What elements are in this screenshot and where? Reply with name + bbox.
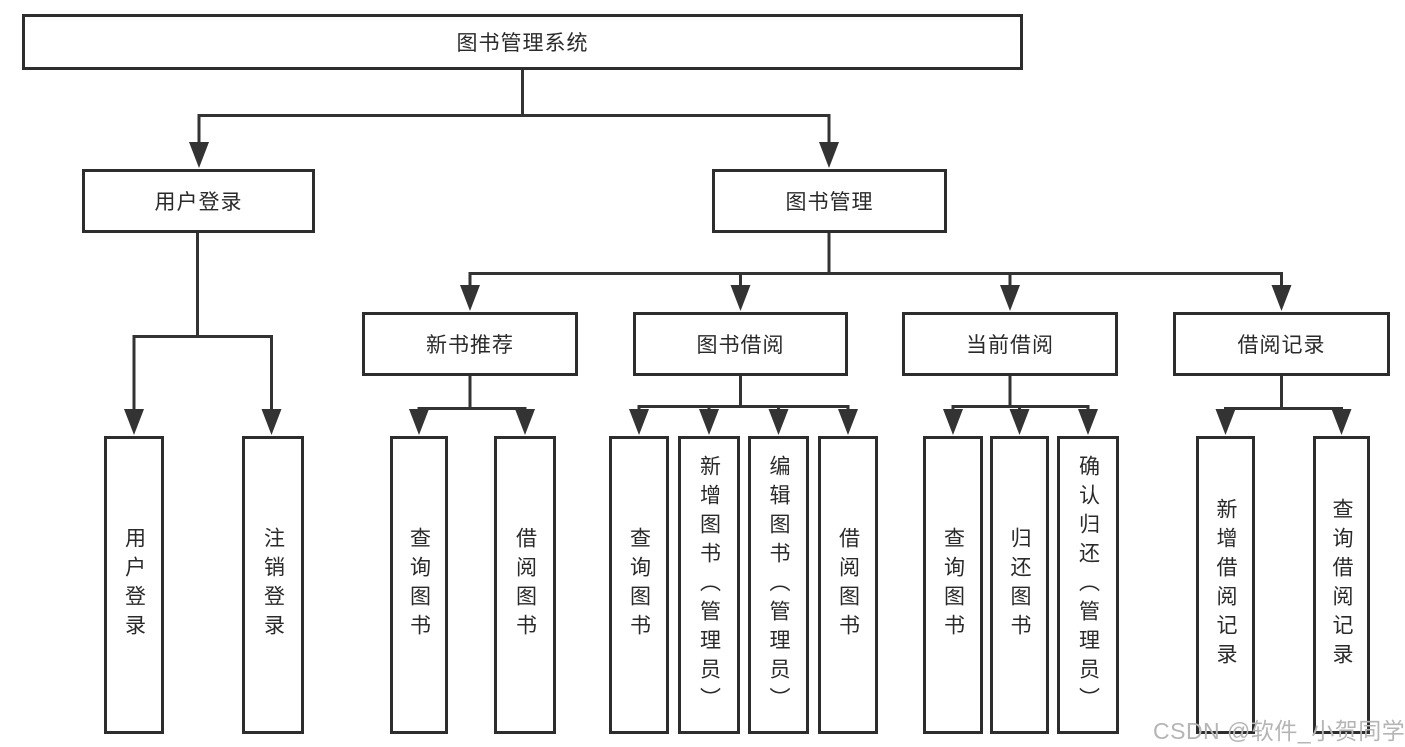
leaf-return-book-label: 归还图书 [1008, 527, 1031, 643]
node-new-book-recommend: 新书推荐 [362, 312, 578, 376]
leaf-confirm-return-admin-label: 确认归还（管理员） [1076, 454, 1100, 716]
leaf-user-login-label: 用户登录 [122, 527, 146, 643]
arrow-down-icon [189, 142, 209, 168]
arrow-down-icon [1000, 285, 1020, 311]
leaf-add-book-admin: 新增图书（管理员） [678, 436, 740, 734]
node-root: 图书管理系统 [22, 14, 1023, 70]
arrow-down-icon [1331, 409, 1352, 435]
leaf-query-books-current-label: 查询图书 [941, 527, 965, 643]
node-user-login-label: 用户登录 [154, 191, 243, 214]
leaf-user-login: 用户登录 [104, 436, 164, 734]
arrow-down-icon [261, 409, 282, 435]
leaf-logout-label: 注销登录 [261, 527, 285, 643]
leaf-query-books-recommend-label: 查询图书 [407, 527, 431, 643]
node-book-management: 图书管理 [712, 169, 947, 233]
leaf-query-books-recommend: 查询图书 [390, 436, 448, 734]
arrow-down-icon [629, 409, 649, 435]
leaf-borrow-books-recommend-label: 借阅图书 [513, 527, 537, 643]
arrow-down-icon [943, 409, 963, 435]
arrow-down-icon [730, 285, 751, 311]
csdn-watermark: CSDN @软件_小贺同学 [1153, 718, 1405, 744]
arrow-down-icon [699, 409, 719, 435]
arrow-down-icon [1009, 409, 1030, 435]
leaf-query-books-borrow: 查询图书 [609, 436, 669, 734]
leaf-add-borrow-record: 新增借阅记录 [1196, 436, 1255, 734]
leaf-borrow-books-label: 借阅图书 [836, 527, 860, 643]
arrow-down-icon [819, 142, 839, 168]
arrow-down-icon [409, 409, 429, 435]
node-current-borrow: 当前借阅 [902, 312, 1118, 376]
leaf-add-borrow-record-label: 新增借阅记录 [1214, 498, 1237, 672]
node-book-management-label: 图书管理 [785, 191, 874, 214]
arrow-down-icon [768, 409, 789, 435]
node-user-login: 用户登录 [82, 169, 315, 233]
leaf-query-borrow-record-label: 查询借阅记录 [1330, 498, 1353, 672]
arrow-down-icon [1215, 409, 1236, 435]
leaf-query-borrow-record: 查询借阅记录 [1313, 436, 1370, 734]
leaf-borrow-books-recommend: 借阅图书 [494, 436, 556, 734]
node-book-borrow: 图书借阅 [633, 312, 848, 376]
node-book-borrow-label: 图书借阅 [696, 334, 785, 357]
leaf-query-books-borrow-label: 查询图书 [627, 527, 651, 643]
node-current-borrow-label: 当前借阅 [966, 334, 1054, 357]
arrow-down-icon [1078, 409, 1098, 435]
leaf-edit-book-admin-label: 编辑图书（管理员） [767, 454, 790, 716]
arrow-down-icon [515, 409, 535, 435]
leaf-borrow-books: 借阅图书 [818, 436, 878, 734]
node-new-book-recommend-label: 新书推荐 [426, 334, 514, 357]
leaf-query-books-current: 查询图书 [923, 436, 983, 734]
leaf-add-book-admin-label: 新增图书（管理员） [697, 454, 721, 716]
leaf-confirm-return-admin: 确认归还（管理员） [1057, 436, 1119, 734]
arrow-down-icon [1271, 285, 1292, 311]
leaf-return-book: 归还图书 [990, 436, 1049, 734]
leaf-edit-book-admin: 编辑图书（管理员） [748, 436, 809, 734]
node-borrow-records: 借阅记录 [1173, 312, 1390, 376]
node-borrow-records-label: 借阅记录 [1237, 334, 1326, 357]
leaf-logout: 注销登录 [242, 436, 304, 734]
arrow-down-icon [460, 285, 480, 311]
arrow-down-icon [838, 409, 858, 435]
arrow-down-icon [124, 409, 144, 435]
node-root-label: 图书管理系统 [456, 32, 589, 55]
